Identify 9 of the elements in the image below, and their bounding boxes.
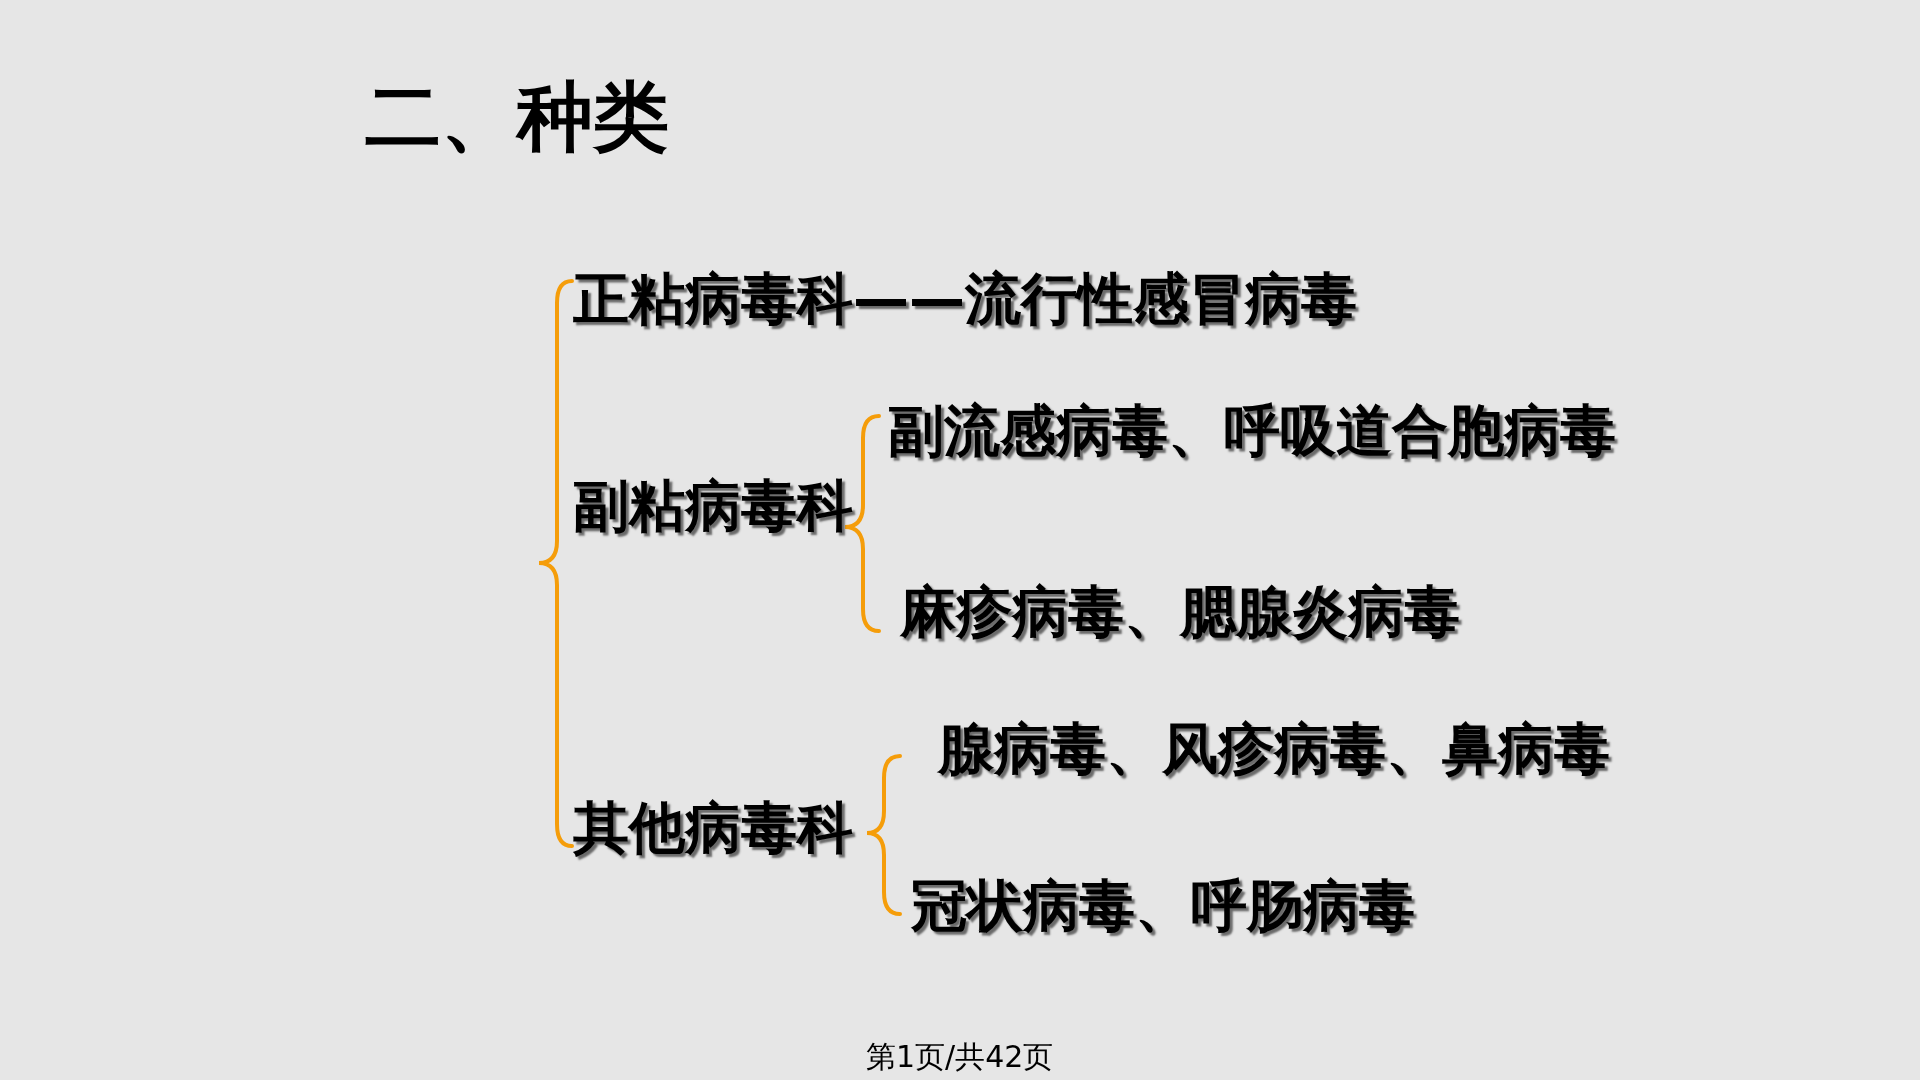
category-text: 其他病毒科 (573, 800, 853, 856)
item-text: 冠状病毒、呼肠病毒 (911, 878, 1415, 934)
item-text: 腺病毒、风疹病毒、鼻病毒 (938, 721, 1610, 777)
category-text: 正粘病毒科——流行性感冒病毒 (573, 271, 1357, 327)
category-text: 副粘病毒科 (573, 478, 853, 534)
page-number: 第1页/共42页 (866, 1042, 1054, 1072)
slide-title: 二、种类 (365, 79, 669, 155)
item-text: 麻疹病毒、腮腺炎病毒 (900, 584, 1460, 640)
item-text: 副流感病毒、呼吸道合胞病毒 (888, 403, 1616, 459)
